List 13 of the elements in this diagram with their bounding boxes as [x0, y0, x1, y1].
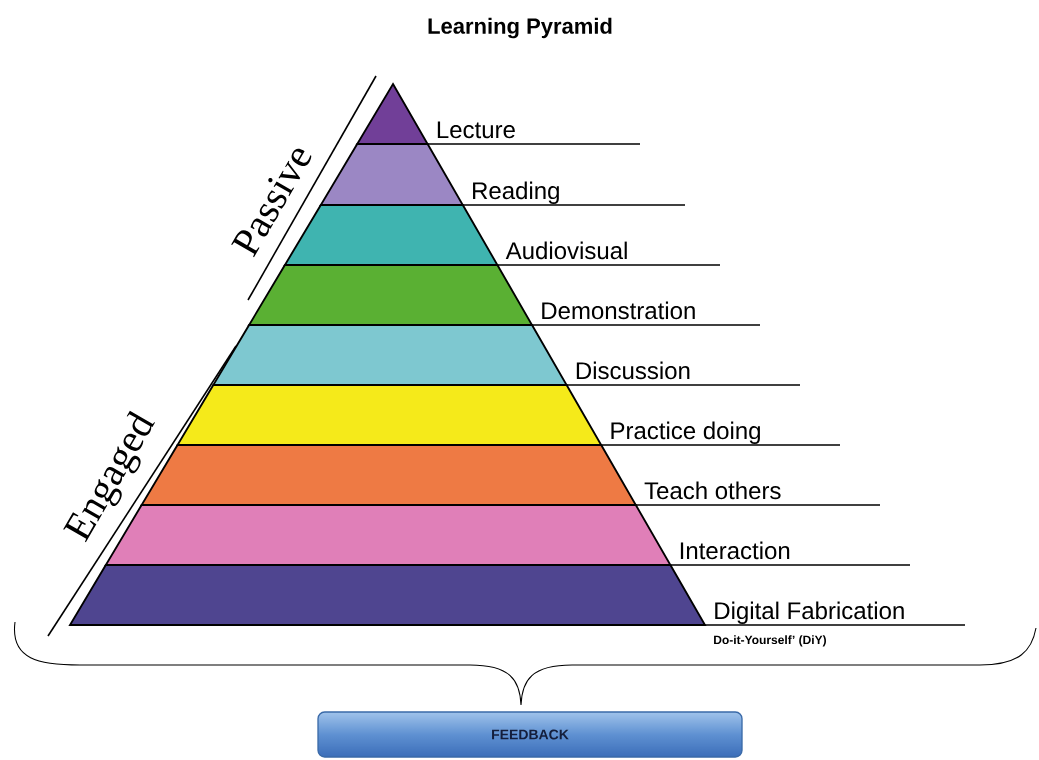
layer-label: Teach others: [644, 481, 781, 500]
layer-label: Practice doing: [611, 421, 760, 444]
layer-label: Audiovisual: [505, 241, 627, 260]
layer-label: Reading: [473, 181, 559, 204]
feedback-button: FEEDBACK: [317, 711, 743, 758]
layer-label: Demonstration: [542, 301, 695, 320]
layer-label: Lecture: [437, 121, 515, 139]
layer-label: Digital Fabrication: [715, 601, 904, 624]
title: Learning Pyramid: [428, 17, 612, 39]
layer-label: Interaction: [680, 541, 790, 560]
layer-sublabel: Do-it-Yourself’ (DiY): [714, 635, 826, 647]
pyramid-layer: [319, 143, 465, 206]
layer-label: Discussion: [576, 361, 690, 380]
